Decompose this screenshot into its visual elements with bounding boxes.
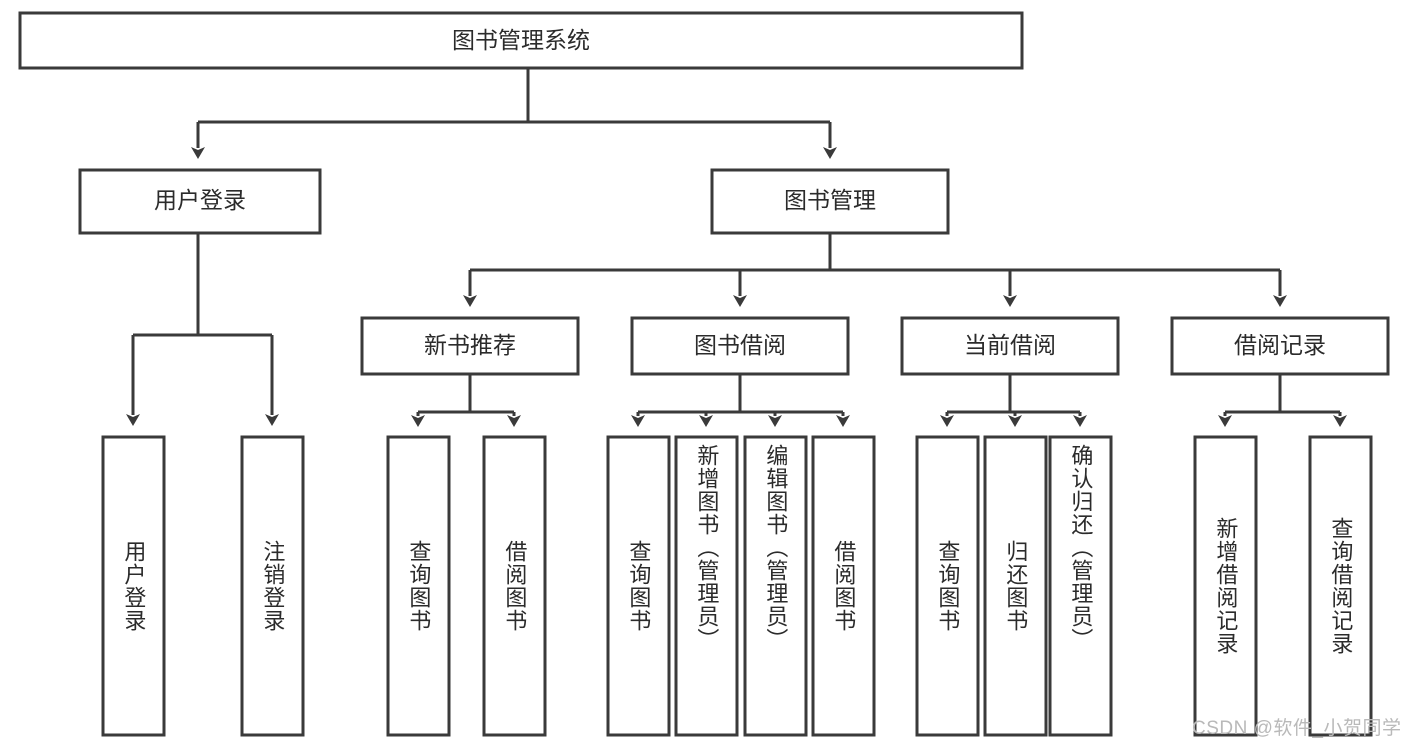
node-root-label: 图书管理系统 — [452, 27, 590, 53]
node-borrow-record[interactable]: 借阅记录 — [1170, 316, 1390, 376]
node-book-management-box[interactable] — [710, 168, 950, 235]
node-book-management[interactable]: 图书管理 — [710, 168, 950, 235]
leaf-box-user-login[interactable] — [101, 435, 166, 737]
connector-book-management-to-level3 — [463, 233, 1287, 307]
leaf-box-query-record[interactable] — [1308, 435, 1373, 737]
node-current-borrow[interactable]: 当前借阅 — [900, 316, 1120, 376]
node-book-borrow[interactable]: 图书借阅 — [630, 316, 850, 376]
node-new-book-recommend-box[interactable] — [360, 316, 580, 376]
node-new-book-recommend[interactable]: 新书推荐 — [360, 316, 580, 376]
leaf-box-query-book-1[interactable] — [386, 435, 451, 737]
node-current-borrow-label: 当前借阅 — [964, 332, 1056, 358]
node-root-box[interactable] — [18, 11, 1024, 70]
watermark-text: CSDN @软件_小贺同学 — [1192, 718, 1402, 739]
leaf-box-add-book[interactable] — [674, 435, 739, 737]
leaf-boxes — [101, 435, 1373, 737]
leaf-box-edit-book[interactable] — [743, 435, 808, 737]
connector-root-to-level2 — [191, 68, 837, 159]
node-user-login-box[interactable] — [78, 168, 322, 235]
leaf-box-return-book[interactable] — [983, 435, 1048, 737]
node-book-borrow-label: 图书借阅 — [694, 332, 786, 358]
node-user-login-label: 用户登录 — [154, 187, 246, 213]
leaf-box-user-logout[interactable] — [240, 435, 305, 737]
connector-borrow-record-to-leaves — [1218, 374, 1347, 427]
leaf-box-confirm-return[interactable] — [1048, 435, 1113, 737]
leaf-box-query-book-2[interactable] — [606, 435, 671, 737]
leaf-box-borrow-book-2[interactable] — [811, 435, 876, 737]
node-borrow-record-label: 借阅记录 — [1234, 332, 1326, 358]
node-borrow-record-box[interactable] — [1170, 316, 1390, 376]
node-new-book-recommend-label: 新书推荐 — [424, 332, 516, 358]
leaf-box-query-book-3[interactable] — [915, 435, 980, 737]
node-current-borrow-box[interactable] — [900, 316, 1120, 376]
connector-book-borrow-to-leaves — [631, 374, 850, 427]
connector-user-login-to-leaves — [126, 233, 279, 426]
node-book-borrow-box[interactable] — [630, 316, 850, 376]
node-root[interactable]: 图书管理系统 — [18, 11, 1024, 70]
connector-current-borrow-to-leaves — [940, 374, 1087, 427]
node-book-management-label: 图书管理 — [784, 187, 876, 213]
leaf-box-add-record[interactable] — [1193, 435, 1258, 737]
node-user-login[interactable]: 用户登录 — [78, 168, 322, 235]
leaf-box-borrow-book-1[interactable] — [482, 435, 547, 737]
connector-new-book-recommend-to-leaves — [411, 374, 521, 427]
